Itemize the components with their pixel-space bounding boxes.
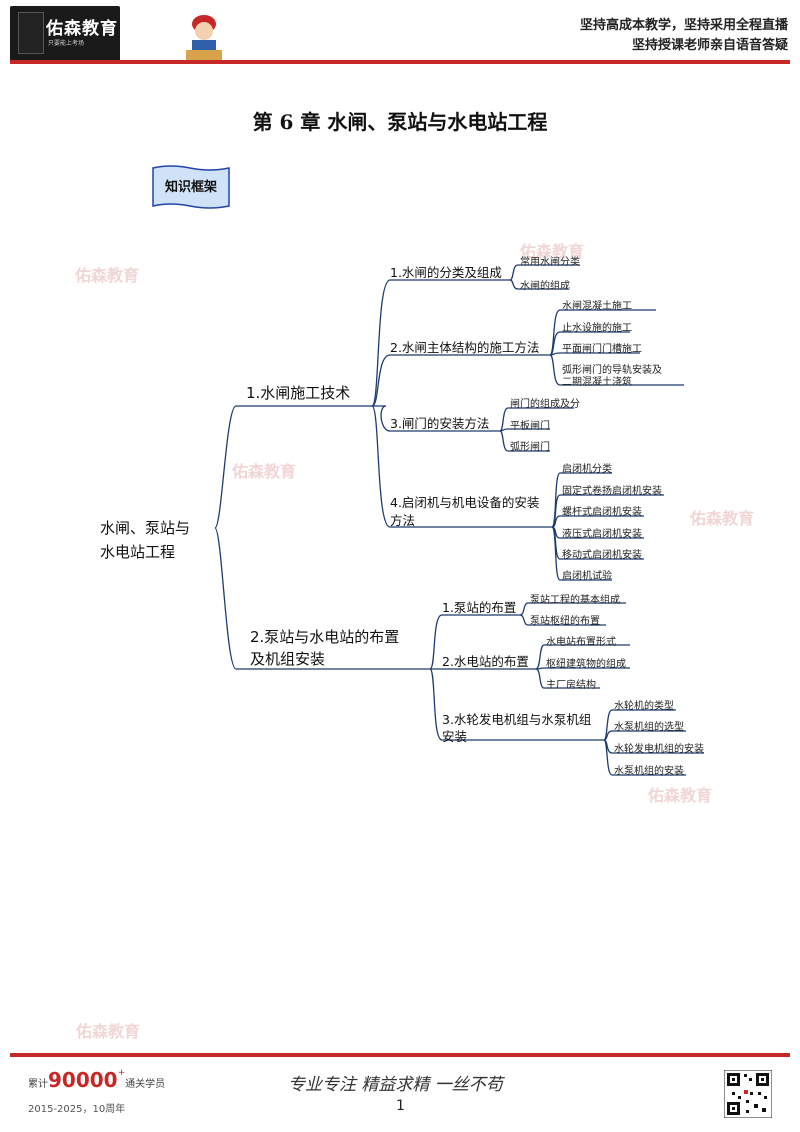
leaf: 常用水闸分类	[520, 253, 580, 268]
leaf: 平板闸门	[510, 417, 550, 432]
leaf: 平面闸门门槽施工	[562, 340, 642, 355]
count-value: 90000	[48, 1068, 118, 1092]
topic-gate-installation: 3.闸门的安装方法	[390, 413, 489, 432]
signature-motto: 专业专注 精益求精 一丝不苟	[288, 1070, 503, 1095]
topic-hoist-equipment-line-1: 4.启闭机与机电设备的安装	[390, 492, 539, 511]
topic-hoist-equipment-line-2: 方法	[390, 510, 415, 529]
leaf: 二期混凝土浇筑	[562, 373, 632, 388]
anniversary-years: 2015-2025，10周年	[28, 1100, 125, 1115]
leaf: 水闸混凝土施工	[562, 297, 632, 312]
leaf: 水泵机组的选型	[614, 718, 684, 733]
footer-divider	[10, 1053, 790, 1057]
root-line-1: 水闸、泵站与	[100, 516, 190, 540]
leaf: 水轮机的类型	[614, 697, 674, 712]
leaf: 弧形闸门	[510, 438, 550, 453]
leaf: 固定式卷扬启闭机安装	[562, 482, 662, 497]
leaf: 泵站工程的基本组成	[530, 591, 620, 606]
topic-hydro-station-layout: 2.水电站的布置	[442, 651, 529, 670]
leaf: 止水设施的施工	[562, 319, 632, 334]
topic-main-structure: 2.水闸主体结构的施工方法	[390, 337, 539, 356]
leaf: 水轮发电机组的安装	[614, 740, 704, 755]
leaf: 螺杆式启闭机安装	[562, 503, 642, 518]
branch-pump-hydro-line-1: 2.泵站与水电站的布置	[250, 626, 399, 647]
topic-units-install-line-2: 安装	[442, 726, 467, 745]
leaf: 水闸的组成	[520, 277, 570, 292]
branch-pump-hydro-line-2: 及机组安装	[250, 648, 325, 669]
mindmap-root: 水闸、泵站与 水电站工程	[100, 516, 190, 564]
branch-sluice-construction: 1.水闸施工技术	[246, 382, 350, 403]
leaf: 启闭机试验	[562, 567, 612, 582]
leaf: 移动式启闭机安装	[562, 546, 642, 561]
root-line-2: 水电站工程	[100, 540, 190, 564]
leaf: 枢纽建筑物的组成	[546, 655, 626, 670]
count-prefix: 累计	[28, 1079, 48, 1090]
topic-pump-station-layout: 1.泵站的布置	[442, 597, 516, 616]
learner-count: 累计90000+通关学员	[28, 1068, 165, 1092]
leaf: 泵站枢纽的布置	[530, 612, 600, 627]
leaf: 水泵机组的安装	[614, 762, 684, 777]
page-number: 1	[396, 1098, 405, 1114]
qr-code-icon	[724, 1070, 772, 1118]
count-suffix: 通关学员	[125, 1079, 165, 1090]
leaf: 启闭机分类	[562, 460, 612, 475]
leaf: 闸门的组成及分	[510, 395, 580, 410]
leaf: 液压式启闭机安装	[562, 525, 642, 540]
leaf: 主厂房结构	[546, 676, 596, 691]
topic-sluice-classification: 1.水闸的分类及组成	[390, 262, 502, 281]
leaf: 水电站布置形式	[546, 633, 616, 648]
